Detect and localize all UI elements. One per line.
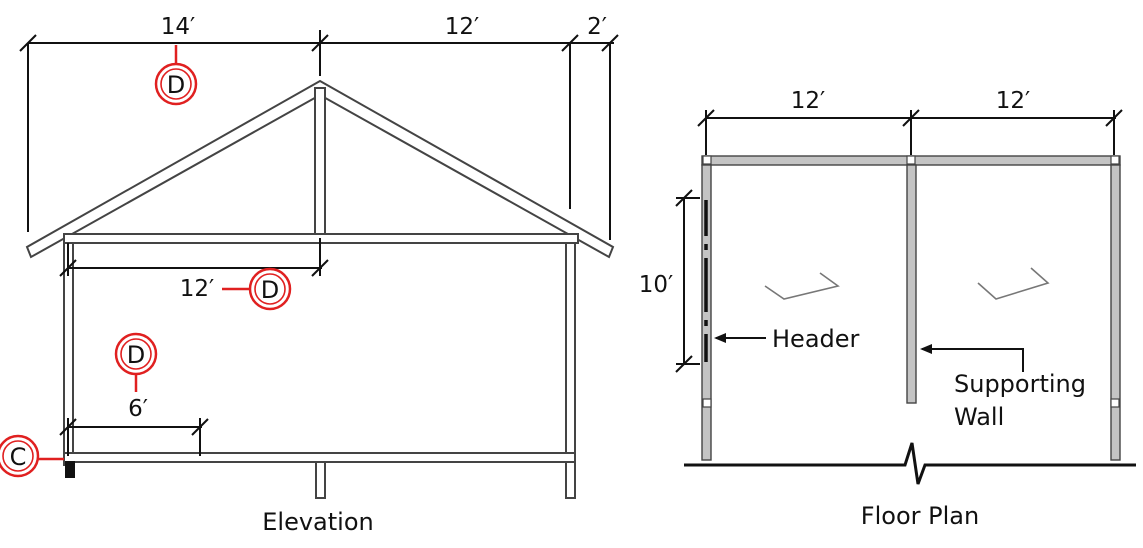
plan-post-right-lower [1110, 398, 1120, 408]
elevation-top-dimension [19, 30, 619, 240]
elevation-top-mid-dim: 12′ [445, 14, 480, 40]
elevation-caption: Elevation [262, 508, 373, 536]
plan-left-wall [701, 164, 712, 461]
plan-supporting-wall [906, 164, 917, 404]
callout-d-floor: D [114, 332, 158, 392]
supporting-wall-label-line1: Supporting [954, 370, 1086, 398]
right-wall [565, 242, 576, 499]
callout-d-floor-letter: D [127, 341, 145, 369]
callout-d-top-letter: D [167, 71, 185, 99]
plan-break-line [684, 442, 1136, 485]
elevation-top-left-dim: 14′ [161, 14, 196, 40]
plan-post-top-left [702, 155, 712, 165]
elevation-ceiling-dim: 12′ [180, 276, 215, 302]
callout-d-ceiling-letter: D [261, 276, 279, 304]
elevation-floor-dimension [59, 418, 209, 456]
plan-post-left-lower [702, 398, 712, 408]
span-symbol-left [764, 272, 840, 300]
callout-c-letter: C [10, 443, 27, 471]
floor-plan-caption: Floor Plan [861, 502, 979, 530]
floor-plan-side-dimension [675, 189, 700, 373]
plan-post-top-mid [906, 155, 916, 165]
floor-plan-top-dimension [697, 109, 1123, 155]
foundation-block [65, 461, 75, 478]
floor-plan-top-left-dim: 12′ [791, 88, 826, 114]
plan-post-top-right [1110, 155, 1120, 165]
elevation-top-right-dim: 2′ [587, 14, 607, 40]
elevation-ceiling-dimension [59, 238, 329, 277]
callout-d-ceiling: D [222, 267, 292, 311]
callout-c: C [0, 434, 64, 478]
floor-joist [63, 452, 576, 463]
ridge-post [314, 87, 326, 235]
plan-right-wall [1110, 164, 1121, 461]
span-symbol-right [977, 267, 1050, 300]
floor-plan-top-right-dim: 12′ [996, 88, 1031, 114]
header-label: Header [772, 325, 860, 353]
elevation-view: 14′ 12′ 2′ D 12′ D [0, 14, 619, 536]
supporting-wall-arrow [920, 344, 1024, 372]
center-floor-post [315, 461, 326, 499]
callout-d-top: D [154, 45, 198, 106]
floor-plan-side-dim: 10′ [639, 272, 674, 298]
floor-plan-view: 12′ 12′ 10′ [639, 88, 1136, 530]
elevation-floor-dim: 6′ [128, 396, 148, 422]
supporting-wall-label-line2: Wall [954, 403, 1004, 431]
